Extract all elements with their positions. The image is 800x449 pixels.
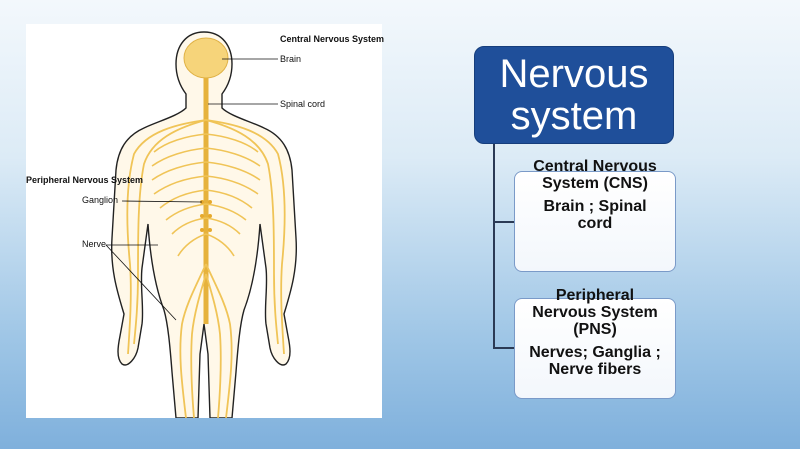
label-spinal-cord: Spinal cord [280,99,326,109]
root-node-nervous-system: Nervous system [474,46,674,144]
node-cns-title: Central Nervous System (CNS) [533,158,657,192]
leg-nerves [179,263,233,418]
nervous-system-illustration: Central Nervous System Brain Spinal cord… [26,24,385,418]
node-central-nervous-system: Central Nervous System (CNS) Brain ; Spi… [514,158,676,272]
root-node-label: Nervous system [499,52,649,138]
node-pns-detail: Nerves; Ganglia ; Nerve fibers [529,344,661,378]
node-peripheral-nervous-system: Peripheral Nervous System (PNS) Nerves; … [514,287,676,399]
label-ganglion: Ganglion [82,195,119,205]
leader-lines [105,58,278,321]
label-brain: Brain [280,54,302,64]
connector-to-pns [493,347,514,349]
intercostal-nerves [151,133,261,257]
label-central-nervous-system: Central Nervous System [280,34,385,44]
node-pns-title: Peripheral Nervous System (PNS) [532,287,658,338]
label-nerve: Nerve [82,239,107,249]
connector-vertical [493,144,495,348]
body-drawing [105,31,298,418]
ganglia [200,200,212,232]
connector-to-cns [493,221,514,223]
label-peripheral-nervous-system: Peripheral Nervous System [26,175,144,185]
arm-nerves [126,119,286,355]
node-cns-detail: Brain ; Spinal cord [543,198,647,232]
brain-shape [183,37,229,79]
